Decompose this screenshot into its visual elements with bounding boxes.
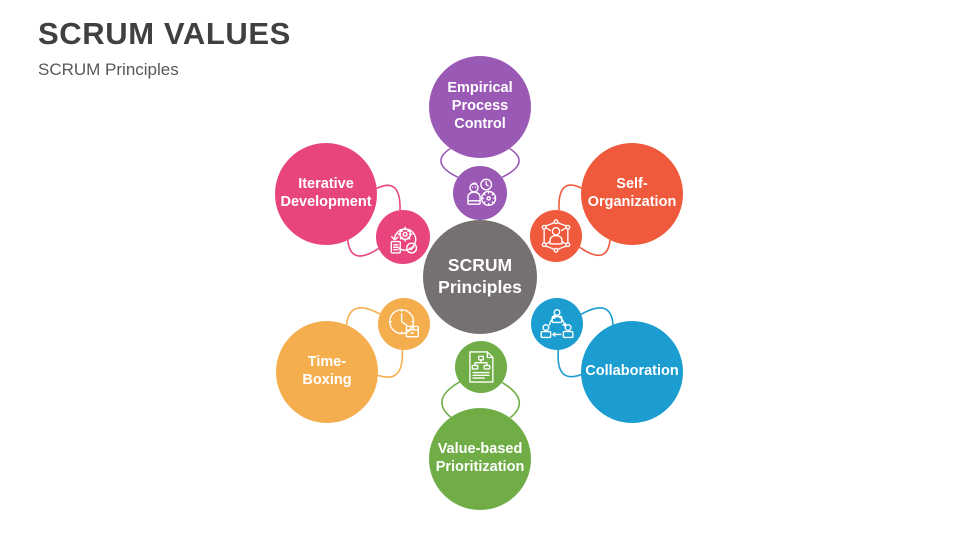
node-time-boxing[interactable]: Time- Boxing (276, 321, 378, 423)
node-self-organization[interactable]: Self- Organization (581, 143, 683, 245)
slide-header: SCRUM VALUES SCRUM Principles (38, 16, 638, 80)
hub-scrum-principles: SCRUM Principles (423, 220, 537, 334)
hub-label: SCRUM Principles (438, 255, 522, 297)
connector-iterative-development (347, 240, 380, 257)
connector-empirical-process-control (501, 147, 520, 179)
node-label-empirical-process-control: Empirical Process Control (447, 80, 513, 132)
page-title: SCRUM VALUES (38, 16, 291, 51)
clock-box-icon (378, 298, 430, 350)
node-label-iterative-development: Iterative Development (280, 176, 372, 210)
connector-time-boxing (345, 306, 381, 325)
node-empirical-process-control[interactable]: Empirical Process Control (429, 56, 531, 158)
node-collaboration[interactable]: Collaboration (581, 321, 683, 423)
node-value-based-prioritization[interactable]: Value-based Prioritization (429, 408, 531, 510)
connector-self-organization (558, 184, 582, 211)
person-network-icon (530, 210, 582, 262)
person-gauge-coin-icon (453, 166, 507, 220)
node-label-self-organization: Self- Organization (587, 176, 677, 210)
node-label-value-based-prioritization: Value-based Prioritization (435, 441, 525, 475)
connector-self-organization (579, 239, 611, 256)
three-people-cycle-icon (531, 298, 583, 350)
node-label-time-boxing: Time- Boxing (302, 354, 352, 388)
connector-empirical-process-control (440, 147, 459, 179)
priority-document-icon (455, 341, 507, 393)
connector-collaboration (580, 307, 614, 325)
node-label-collaboration: Collaboration (585, 363, 679, 380)
node-iterative-development[interactable]: Iterative Development (275, 143, 377, 245)
connector-value-based-prioritization (501, 381, 521, 419)
connector-value-based-prioritization (441, 381, 461, 418)
page-subtitle: SCRUM Principles (38, 59, 179, 79)
cycle-gear-document-icon (376, 210, 430, 264)
connector-collaboration (557, 349, 582, 378)
connector-iterative-development (376, 184, 401, 211)
connector-time-boxing (377, 349, 404, 378)
